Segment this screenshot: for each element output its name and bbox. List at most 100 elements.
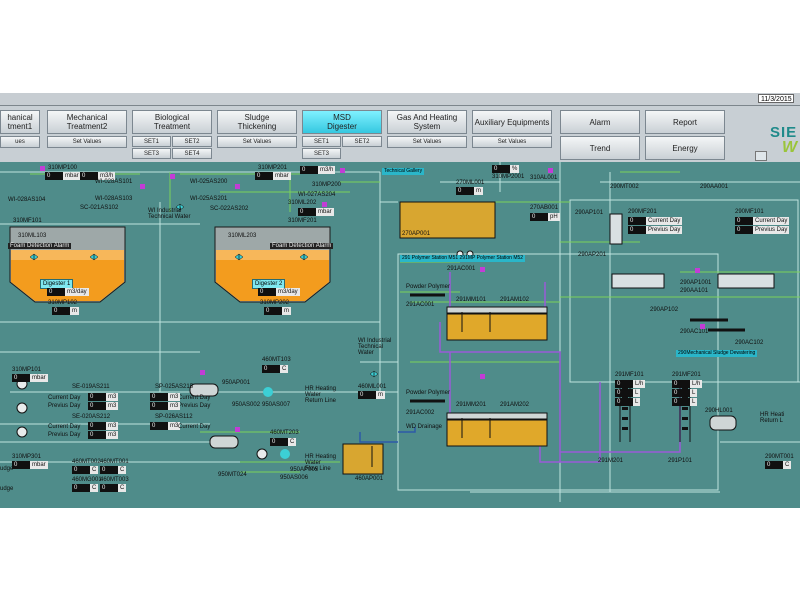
label-290mf101: 290MF101: [735, 209, 764, 215]
label-291ac001: 291AC001: [447, 266, 476, 272]
label-sc021as102: SC-021AS102: [80, 205, 119, 211]
label-270ml001: 270ML001: [456, 180, 485, 186]
set-values-button[interactable]: Set Values: [47, 136, 127, 148]
bottom-tag-d1: 310MP102: [48, 300, 78, 306]
polymer-tank-1: [446, 313, 548, 341]
label-291am202: 291AM202: [500, 402, 530, 408]
set3-button[interactable]: SET3: [302, 148, 341, 159]
report-button[interactable]: Report: [645, 110, 725, 134]
label-290ap1001: 290AP1001: [680, 280, 712, 286]
set1-button[interactable]: SET1: [302, 136, 341, 147]
dewatering-frame: [397, 253, 719, 491]
trend-button[interactable]: Trend: [560, 136, 640, 160]
label-se020as212: SE-020AS212: [72, 414, 111, 420]
label-290ap101: 290AP101: [575, 210, 604, 216]
label-270ap001: 270AP001: [402, 231, 431, 237]
alarm-button[interactable]: Alarm: [560, 110, 640, 134]
label-310mp2001: 310MP2001: [492, 174, 525, 180]
label-950as002: 950AS002: [232, 402, 261, 408]
label-current-day-1: Current Day: [48, 395, 81, 401]
drainage-tank: [342, 443, 384, 475]
label-290ap102: 290AP102: [650, 307, 679, 313]
label-sludge-1: udge: [0, 466, 14, 472]
label-310al001: 310AL001: [530, 175, 558, 181]
level-tag-d1: 310ML103: [18, 233, 47, 239]
bottom-tag-d2: 310MP202: [260, 300, 290, 306]
nav-auxiliary-equipments[interactable]: Auxiliary Equipments: [472, 110, 552, 134]
label-291mm201: 291MM201: [456, 402, 487, 408]
label-460mt203: 460MT203: [270, 430, 299, 436]
label-291mf201: 291MF201: [672, 372, 701, 378]
label-previous-day-2: Previus Day: [48, 432, 81, 438]
label-291p101: 291P101: [668, 458, 693, 464]
wincc-logo: W: [782, 139, 798, 156]
polymer-station-header: 291 Polymer Station M51 291MP Polymer St…: [400, 255, 526, 262]
set-values-button[interactable]: Set Values: [472, 136, 552, 148]
status-tag: [340, 168, 345, 173]
set-values-button[interactable]: ues: [0, 136, 40, 148]
flow-tag-d2: 310MF201: [288, 218, 317, 224]
status-tag: [695, 268, 700, 273]
label-291mf101: 291MF101: [615, 372, 644, 378]
set3-button[interactable]: SET3: [132, 148, 171, 159]
energy-button[interactable]: Energy: [645, 136, 725, 160]
foam-alarm-d2: Foam Detection Alarm: [270, 243, 334, 249]
set2-button[interactable]: SET2: [172, 136, 212, 147]
label-460ap001: 460AP001: [355, 476, 384, 482]
label-460mt103: 460MT103: [262, 357, 291, 363]
status-tag: [200, 370, 205, 375]
label-310mp301: 310MP301: [12, 454, 42, 460]
label-310mp101: 310MP101: [12, 367, 42, 373]
monitor-icon[interactable]: [755, 151, 767, 161]
status-tag: [548, 168, 553, 173]
label-291mm101: 291MM101: [456, 297, 487, 303]
title-bar: 11/3/2015: [0, 93, 800, 106]
set-values-button[interactable]: Set Values: [217, 136, 297, 148]
label-sp026as112: SP-026AS112: [155, 414, 193, 420]
label-se019as211: SE-019AS211: [72, 384, 110, 390]
label-wi028as101: WI-028AS101: [95, 179, 133, 185]
label-wi027as204: WI-027AS204: [298, 192, 336, 198]
label-previous-day-1: Previus Day: [48, 403, 81, 409]
label-wi025as201: WI-025AS201: [190, 196, 228, 202]
set2-button[interactable]: SET2: [342, 136, 382, 147]
set1-button[interactable]: SET1: [132, 136, 171, 147]
process-diagram: 310ML103 310MF101 Foam Detection Alarm D…: [0, 162, 800, 508]
label-950as007: 950AS007: [262, 402, 291, 408]
siemens-logo: SIE: [770, 124, 798, 141]
label-sc022as202: SC-022AS202: [210, 206, 249, 212]
label-290mt002: 290MT002: [610, 184, 639, 190]
label-powder-polymer-1: Powder Polymer: [406, 284, 451, 290]
label-290aa001: 290AA001: [700, 184, 729, 190]
set-values-button[interactable]: Set Values: [387, 136, 467, 148]
flow-tag-d1: 310MF101: [13, 218, 42, 224]
set4-button[interactable]: SET4: [172, 148, 212, 159]
